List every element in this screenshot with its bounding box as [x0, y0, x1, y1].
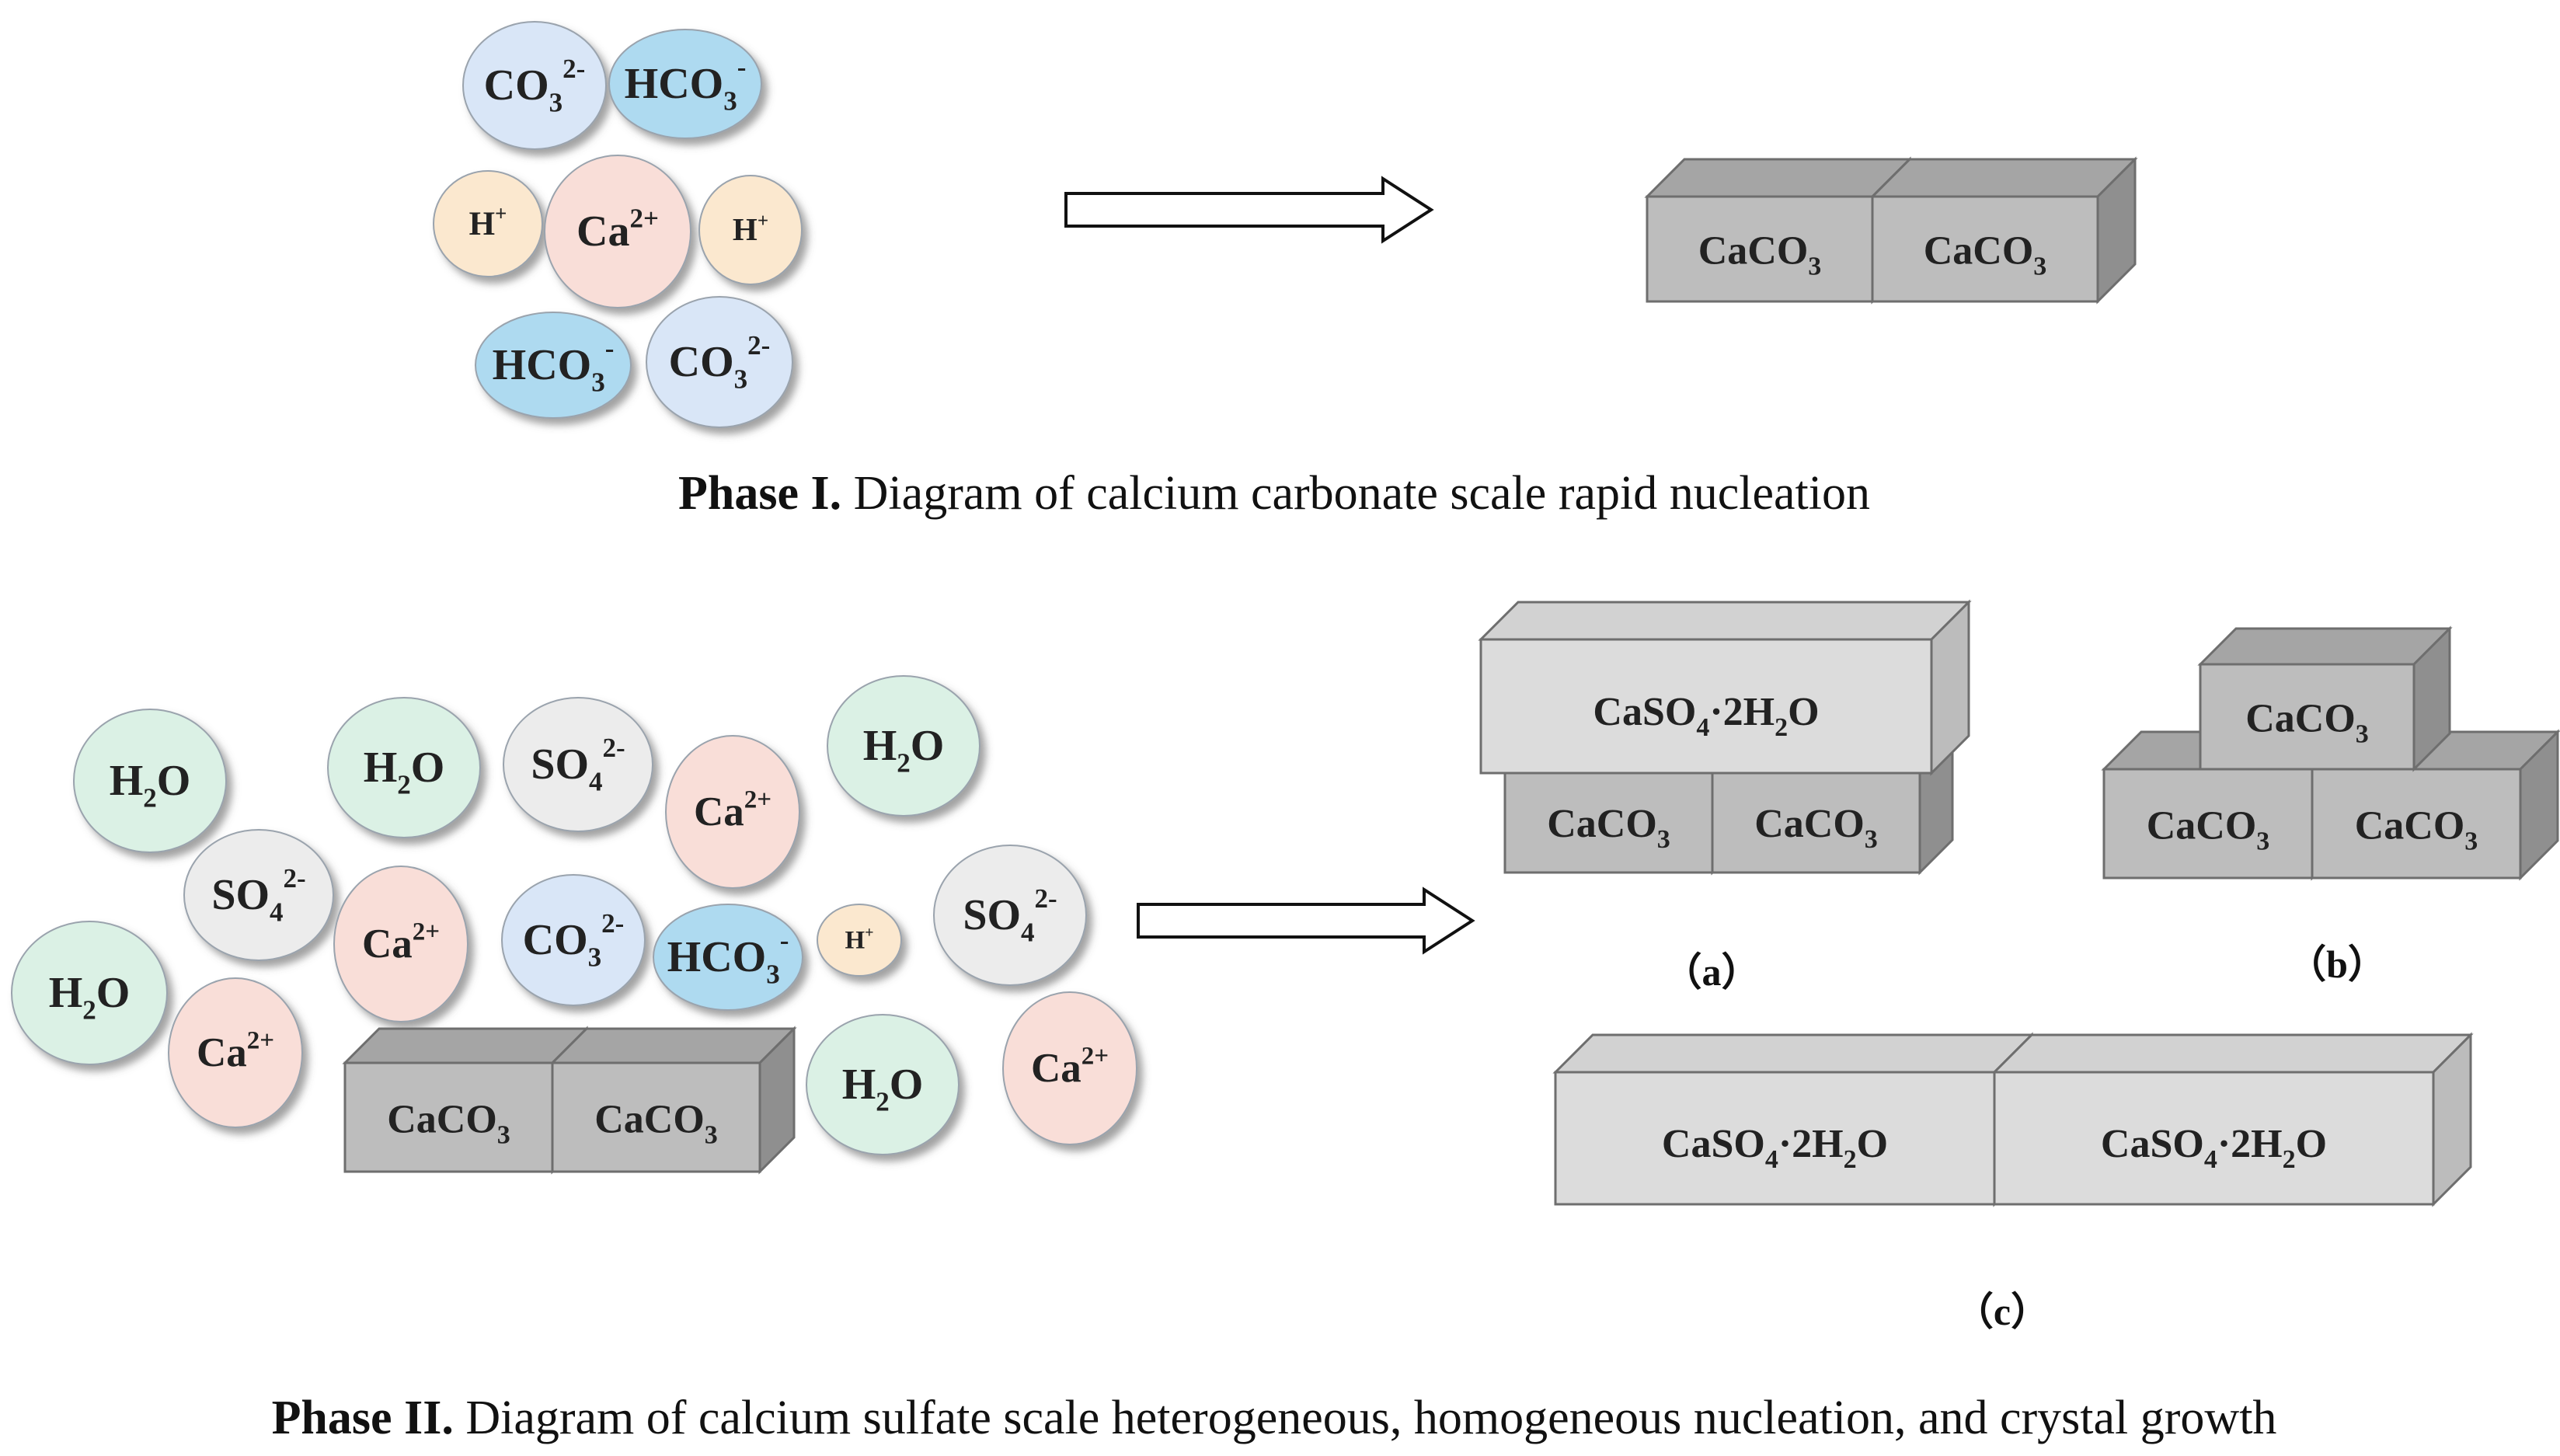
sulfate-ion: SO42- — [933, 845, 1087, 986]
water-molecule: H2O — [327, 697, 481, 838]
svg-text:CaSO4·2H2O: CaSO4·2H2O — [1662, 1122, 1888, 1174]
hydrogen-ion: H+ — [817, 904, 902, 977]
svg-text:SO42-: SO42- — [531, 733, 625, 797]
carbonate-ion: CO32- — [462, 21, 607, 150]
gypsum-crystal: CaSO4·2H2O — [1991, 1032, 2474, 1207]
phase1-ion-cluster: CO32- HCO3- H+ Ca2+ H+ HCO3- CO32- — [433, 21, 803, 428]
svg-text:H+: H+ — [469, 202, 507, 242]
svg-text:SO42-: SO42- — [963, 883, 1057, 948]
svg-text:CaCO3: CaCO3 — [387, 1098, 510, 1150]
bicarbonate-ion: HCO3- — [653, 904, 803, 1011]
sulfate-ion: SO42- — [503, 697, 653, 832]
water-molecule: H2O — [73, 709, 227, 853]
svg-text:Ca2+: Ca2+ — [576, 203, 659, 256]
caco3-crystal: CaCO3 — [342, 1026, 590, 1175]
svg-text:Ca2+: Ca2+ — [197, 1027, 274, 1075]
svg-text:CaCO3: CaCO3 — [594, 1098, 718, 1150]
phase2-arrow — [1137, 886, 1475, 955]
water-molecule: H2O — [806, 1014, 960, 1155]
svg-text:CO32-: CO32- — [669, 330, 771, 395]
calcium-ion: Ca2+ — [1002, 991, 1137, 1145]
water-molecule: H2O — [11, 921, 168, 1065]
svg-text:H2O: H2O — [110, 757, 191, 813]
growth-case-c: CaSO4·2H2O CaSO4·2H2O （c） — [1552, 1032, 2474, 1333]
svg-text:CaSO4·2H2O: CaSO4·2H2O — [1593, 690, 1819, 742]
caco3-crystal: CaCO3 — [1644, 156, 1913, 305]
svg-text:HCO3-: HCO3- — [493, 333, 615, 398]
svg-text:CaSO4·2H2O: CaSO4·2H2O — [2101, 1122, 2327, 1174]
svg-text:H2O: H2O — [49, 969, 131, 1026]
sulfate-ion: SO42- — [183, 829, 334, 961]
svg-text:CaCO3: CaCO3 — [2245, 696, 2369, 748]
hydrogen-ion: H+ — [698, 175, 803, 285]
svg-text:H+: H+ — [845, 925, 873, 955]
phase2-caption: Phase II. Diagram of calcium sulfate sca… — [272, 1392, 2277, 1444]
svg-text:H2O: H2O — [364, 744, 445, 800]
svg-text:H2O: H2O — [842, 1061, 924, 1117]
hydrogen-ion: H+ — [433, 170, 543, 277]
water-molecule: H2O — [827, 675, 980, 817]
phase2-ion-soup: H2O H2O SO42- Ca2+ H2O SO42- Ca2+ CO32- … — [11, 675, 1137, 1175]
growth-case-b: CaCO3 CaCO3 CaCO3 （b） — [2101, 625, 2560, 986]
label-c: （c） — [1955, 1290, 2050, 1333]
svg-text:Ca2+: Ca2+ — [362, 918, 440, 967]
svg-text:Ca2+: Ca2+ — [694, 786, 771, 834]
phase1-caco3-block: CaCO3 CaCO3 — [1644, 156, 2138, 305]
gypsum-crystal: CaSO4·2H2O — [1552, 1032, 2035, 1207]
svg-text:CaCO3: CaCO3 — [1924, 228, 2047, 280]
caco3-crystal: CaCO3 — [2197, 625, 2453, 772]
phase1-caption: Phase I. Diagram of calcium carbonate sc… — [678, 467, 1870, 520]
calcium-ion: Ca2+ — [544, 155, 691, 308]
svg-text:SO42-: SO42- — [211, 863, 305, 928]
svg-text:H+: H+ — [733, 211, 768, 247]
caco3-crystal: CaCO3 — [1869, 156, 2138, 305]
gypsum-crystal: CaSO4·2H2O — [1478, 599, 1972, 776]
svg-text:CaCO3: CaCO3 — [2355, 804, 2478, 856]
calcium-ion: Ca2+ — [168, 977, 303, 1128]
carbonate-ion: CO32- — [646, 296, 793, 428]
svg-text:HCO3-: HCO3- — [667, 925, 789, 990]
svg-text:CO32-: CO32- — [523, 908, 625, 973]
label-b: （b） — [2287, 942, 2387, 986]
svg-text:CaCO3: CaCO3 — [1547, 802, 1670, 854]
caco3-crystal: CaCO3 — [549, 1026, 797, 1175]
bicarbonate-ion: HCO3- — [475, 312, 632, 419]
svg-text:H2O: H2O — [863, 722, 945, 779]
label-a: （a） — [1663, 950, 1761, 994]
growth-case-a: CaCO3 CaCO3 CaSO4·2H2O （a） — [1478, 599, 1972, 994]
svg-text:CaCO3: CaCO3 — [1754, 802, 1878, 854]
carbonate-ion: CO32- — [501, 874, 646, 1006]
calcium-ion: Ca2+ — [333, 866, 468, 1022]
phase1-arrow — [1064, 176, 1434, 244]
bicarbonate-ion: HCO3- — [608, 29, 762, 139]
svg-text:CaCO3: CaCO3 — [1698, 228, 1822, 280]
svg-text:CaCO3: CaCO3 — [2147, 804, 2270, 856]
svg-text:CO32-: CO32- — [484, 54, 586, 118]
svg-text:HCO3-: HCO3- — [625, 52, 747, 117]
svg-text:Ca2+: Ca2+ — [1031, 1043, 1109, 1091]
calcium-ion: Ca2+ — [665, 735, 800, 889]
